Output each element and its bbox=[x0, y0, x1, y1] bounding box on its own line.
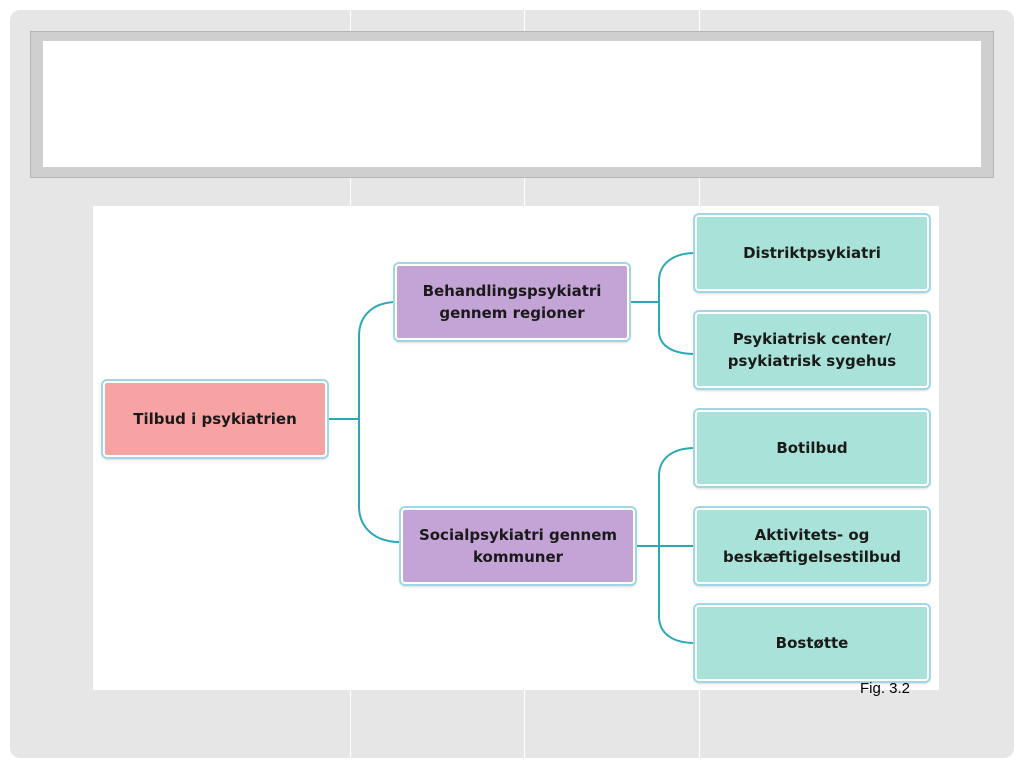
leaf-node-bostotte: Bostøtte bbox=[695, 605, 929, 681]
connector-branch-1-leaves bbox=[658, 252, 696, 355]
branch-node-municipalities: Socialpsykiatri gennem kommuner bbox=[401, 508, 635, 584]
root-node-label: Tilbud i psykiatrien bbox=[133, 410, 297, 428]
branch-node-regions: Behandlingspsykiatri gennem regioner bbox=[395, 264, 629, 340]
connector-branch-2-leaves bbox=[658, 447, 696, 644]
hierarchy-diagram: Tilbud i psykiatrien Behandlingspsykiatr… bbox=[93, 206, 939, 690]
leaf-node-psykiatrisk-center: Psykiatrisk center/ psykiatrisk sygehus bbox=[695, 312, 929, 388]
leaf-node-label: Botilbud bbox=[776, 439, 848, 457]
leaf-node-botilbud: Botilbud bbox=[695, 410, 929, 486]
connector-root-branches bbox=[358, 301, 401, 543]
branch-node-label: Socialpsykiatri gennem kommuner bbox=[418, 526, 618, 566]
connector-lines bbox=[329, 252, 696, 644]
leaf-node-label: Distriktpsykiatri bbox=[743, 244, 881, 262]
leaf-node-label: Aktivitets- og beskæftigelsestilbud bbox=[722, 526, 902, 566]
root-node: Tilbud i psykiatrien bbox=[103, 381, 327, 457]
title-placeholder-frame bbox=[30, 31, 994, 178]
title-placeholder[interactable] bbox=[43, 41, 981, 167]
branch-node-label: Behandlingspsykiatri gennem regioner bbox=[422, 282, 602, 322]
leaf-node-distriktpsykiatri: Distriktpsykiatri bbox=[695, 215, 929, 291]
leaf-node-aktivitets-tilbud: Aktivitets- og beskæftigelsestilbud bbox=[695, 508, 929, 584]
leaf-node-label: Psykiatrisk center/ psykiatrisk sygehus bbox=[727, 330, 897, 370]
leaf-node-label: Bostøtte bbox=[775, 634, 849, 652]
figure-caption: Fig. 3.2 bbox=[860, 680, 911, 697]
